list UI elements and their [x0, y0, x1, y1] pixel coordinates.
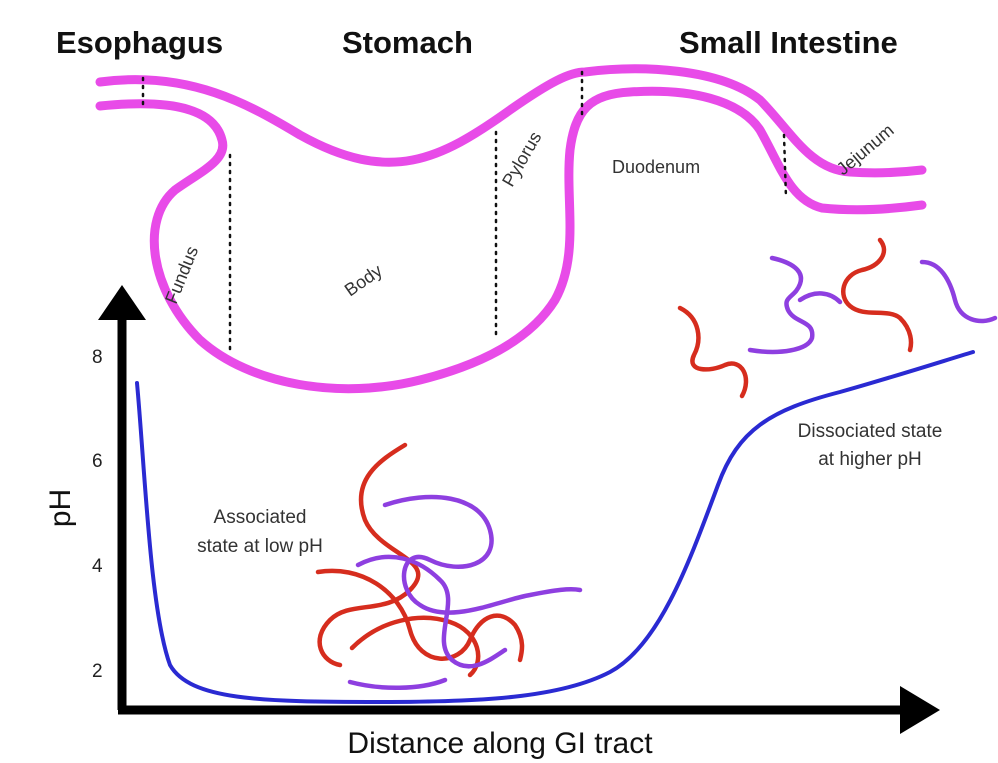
annotation-associated-line2: state at low pH [197, 536, 323, 557]
y-tick-6: 6 [92, 451, 103, 472]
annotation-dissociated-line1: Dissociated state [798, 421, 943, 442]
polymer-chain [350, 680, 445, 688]
divider-duodenum-jejunum [784, 135, 786, 198]
y-tick-8: 8 [92, 347, 103, 368]
heading-esophagus: Esophagus [56, 25, 223, 60]
polymer-chain [680, 308, 746, 396]
y-tick-2: 2 [92, 661, 103, 682]
polymer-chain [922, 262, 995, 321]
polymer-chain [843, 240, 911, 350]
tract-lower-wall [100, 91, 922, 388]
polymers-associated [318, 445, 580, 688]
x-axis-arrowhead [900, 686, 940, 734]
polymer-chain [385, 497, 580, 613]
x-axis-label: Distance along GI tract [347, 727, 653, 760]
annotation-dissociated-line2: at higher pH [818, 449, 922, 470]
gi-tract-outline [100, 69, 922, 389]
annotation-associated-line1: Associated [214, 507, 307, 528]
label-pylorus: Pylorus [498, 128, 545, 190]
heading-small-intestine: Small Intestine [679, 25, 898, 60]
label-body: Body [341, 260, 386, 300]
heading-stomach: Stomach [342, 25, 473, 60]
polymer-chain [318, 571, 522, 660]
polymer-chain [750, 258, 812, 352]
polymer-chain [800, 293, 840, 302]
label-fundus: Fundus [161, 243, 202, 306]
y-axis-arrowhead [98, 285, 146, 320]
polymers-dissociated [680, 240, 995, 396]
label-duodenum: Duodenum [612, 157, 700, 177]
y-tick-4: 4 [92, 556, 103, 577]
y-axis-label: pH [44, 489, 77, 527]
